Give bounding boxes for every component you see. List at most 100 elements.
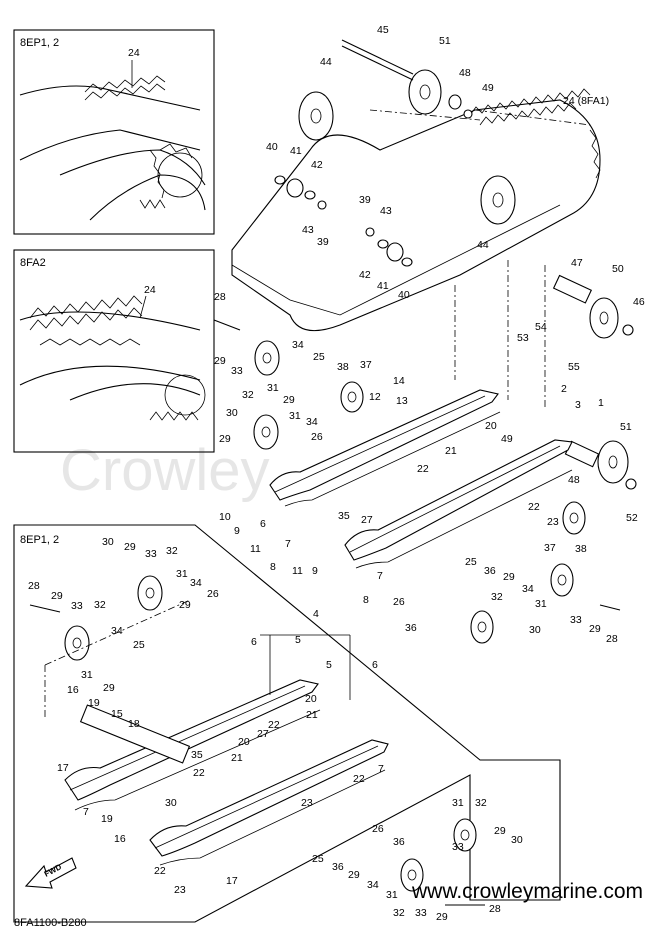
callout: 33 [415, 907, 427, 919]
inset-box-label: 8EP1, 2 [20, 534, 59, 546]
callout: 5 [326, 659, 332, 671]
callout: 33 [71, 600, 83, 612]
callout: 11 [292, 565, 303, 577]
callout: 32 [475, 797, 487, 809]
callout: 21 [445, 445, 457, 457]
callout: 48 [568, 474, 580, 486]
callout: 22 [417, 463, 429, 475]
callout: 6 [372, 659, 378, 671]
callout: 49 [482, 82, 494, 94]
callout: 22 [154, 865, 166, 877]
callout: 44 [320, 56, 332, 68]
callout: 17 [226, 875, 238, 887]
callout: 31 [452, 797, 464, 809]
callout: 38 [337, 361, 349, 373]
callout: 46 [633, 296, 645, 308]
slide-rail-lower-right [149, 739, 389, 866]
callout: 36 [393, 836, 405, 848]
washers-upper [274, 94, 637, 490]
callout: 28 [606, 633, 618, 645]
callout: 20 [485, 420, 497, 432]
callout: 22 [353, 773, 365, 785]
callout: 28 [214, 291, 226, 303]
callout: 10 [219, 511, 231, 523]
callout: 29 [219, 433, 231, 445]
callout: 31 [267, 382, 279, 394]
callout: 29 [103, 682, 115, 694]
callout: 43 [302, 224, 314, 236]
callout: 32 [491, 591, 503, 603]
callout: 23 [174, 884, 186, 896]
callout: 34 [111, 625, 123, 637]
callout: 1 [598, 397, 604, 409]
callout: 17 [57, 762, 69, 774]
callouts-lower: 30 29 33 32 28 29 33 32 31 34 26 29 34 2… [28, 536, 523, 923]
shaft-15 [79, 704, 191, 764]
callout: 7 [285, 538, 291, 550]
callout: 29 [436, 911, 448, 923]
callout: 52 [626, 512, 638, 524]
callout: 27 [257, 728, 269, 740]
shaft-45 [341, 39, 414, 75]
callout: 8 [270, 561, 276, 573]
callout: 37 [360, 359, 372, 371]
callout: 31 [386, 889, 398, 901]
callout: 20 [238, 736, 250, 748]
slide-rail-upper-right [344, 439, 573, 569]
idler-wheel-44b [480, 175, 516, 225]
callout: 29 [494, 825, 506, 837]
callout: 35 [191, 749, 203, 761]
callout: 34 [367, 879, 379, 891]
callout: 32 [242, 389, 254, 401]
axle-47 [552, 274, 593, 304]
callout: 9 [234, 525, 240, 537]
callout: 31 [535, 598, 547, 610]
callout: 29 [589, 623, 601, 635]
slide-rail-lower-left [64, 679, 321, 811]
callout: 30 [102, 536, 114, 548]
callout: 45 [377, 24, 389, 36]
callout: 4 [313, 608, 319, 620]
callouts-upper: 45 51 44 48 49 40 41 42 43 39 39 43 42 4… [214, 24, 645, 645]
callout: 12 [369, 391, 381, 403]
callout: 51 [439, 35, 451, 47]
callout: 26 [311, 431, 323, 443]
callout: 34 [292, 339, 304, 351]
callout: 31 [289, 410, 301, 422]
callout: 34 [522, 583, 534, 595]
callout: 34 [306, 416, 318, 428]
inset-box-label: 8EP1, 2 [20, 37, 59, 49]
callout: 55 [568, 361, 580, 373]
track-label: 24 (8FA1) [563, 95, 609, 107]
inset-box-8fa2: 8FA2 24 [13, 249, 215, 453]
callout: 39 [359, 194, 371, 206]
callout: 20 [305, 693, 317, 705]
callout: 42 [311, 159, 323, 171]
callout: 6 [251, 636, 257, 648]
callout: 36 [484, 565, 496, 577]
callout: 49 [501, 433, 513, 445]
guide-wheels-lower [64, 575, 477, 892]
callout: 16 [114, 833, 126, 845]
callout: 31 [176, 568, 188, 580]
callout: 22 [193, 767, 205, 779]
callout: 34 [190, 577, 202, 589]
callout: 42 [359, 269, 371, 281]
inset-box-8ep1-lower: 8EP1, 2 [13, 524, 561, 923]
slide-rail-upper-left [269, 389, 501, 507]
callout: 30 [529, 624, 541, 636]
callout: 37 [544, 542, 556, 554]
callout: 33 [570, 614, 582, 626]
callout: 29 [503, 571, 515, 583]
callout: 44 [477, 239, 489, 251]
bolt-28c [29, 604, 61, 613]
callout: 32 [393, 907, 405, 919]
callout: 36 [405, 622, 417, 634]
callout: 48 [459, 67, 471, 79]
callout: 29 [51, 590, 63, 602]
callout: 7 [377, 570, 383, 582]
callout: 21 [306, 709, 318, 721]
callout: 2 [561, 383, 567, 395]
callout: 53 [517, 332, 529, 344]
